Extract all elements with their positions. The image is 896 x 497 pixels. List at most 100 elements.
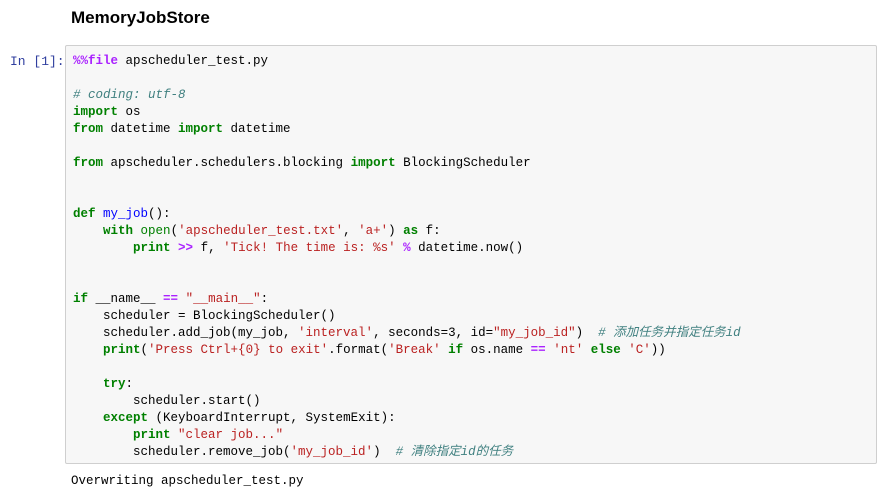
code-text: apscheduler.schedulers.blocking xyxy=(103,156,351,170)
code-line: print >> f, 'Tick! The time is: %s' % da… xyxy=(73,240,741,257)
code-indent xyxy=(73,343,103,357)
code-line: scheduler.add_job(my_job, 'interval', se… xyxy=(73,325,741,342)
code-line: if __name__ == "__main__": xyxy=(73,291,741,308)
code-space xyxy=(171,241,179,255)
code-comment: # 清除指定id的任务 xyxy=(395,445,514,459)
code-line-blank xyxy=(73,138,741,155)
code-space xyxy=(396,241,404,255)
keyword: except xyxy=(103,411,149,425)
keyword: print xyxy=(103,343,141,357)
code-space xyxy=(171,428,179,442)
operator: == xyxy=(530,343,546,357)
code-line: print('Press Ctrl+{0} to exit'.format('B… xyxy=(73,342,741,359)
code-text: ) xyxy=(373,445,396,459)
code-line-blank xyxy=(73,172,741,189)
code-text: datetime.now() xyxy=(410,241,524,255)
code-line: except (KeyboardInterrupt, SystemExit): xyxy=(73,410,741,427)
code-text: , seconds=3, id= xyxy=(373,326,494,340)
code-text: f: xyxy=(418,224,441,238)
code-comment: # 添加任务并指定任务id xyxy=(598,326,741,340)
code-comment: # coding: utf-8 xyxy=(73,88,186,102)
code-text: , xyxy=(343,224,359,238)
code-line-blank xyxy=(73,70,741,87)
code-line: with open('apscheduler_test.txt', 'a+') … xyxy=(73,223,741,240)
string-literal: 'my_job_id' xyxy=(290,445,374,459)
code-space xyxy=(178,292,186,306)
string-literal: 'nt' xyxy=(553,343,584,357)
string-literal: "clear job..." xyxy=(178,428,284,442)
code-line: from apscheduler.schedulers.blocking imp… xyxy=(73,155,741,172)
code-text: (): xyxy=(148,207,171,221)
string-literal: 'C' xyxy=(628,343,651,357)
keyword: else xyxy=(590,343,621,357)
string-literal: 'Tick! The time is: %s' xyxy=(223,241,396,255)
section-heading: MemoryJobStore xyxy=(71,8,210,27)
code-space xyxy=(96,207,104,221)
code-text: scheduler.start() xyxy=(73,394,261,408)
code-line: %%file apscheduler_test.py xyxy=(73,53,741,70)
keyword: from xyxy=(73,122,104,136)
code-indent xyxy=(73,224,103,238)
code-space xyxy=(133,224,141,238)
code-indent xyxy=(73,411,103,425)
code-line: import os xyxy=(73,104,741,121)
string-literal: "my_job_id" xyxy=(493,326,576,340)
builtin: open xyxy=(140,224,171,238)
keyword: try xyxy=(103,377,126,391)
string-literal: 'interval' xyxy=(298,326,374,340)
cell-output: Overwriting apscheduler_test.py xyxy=(71,474,304,488)
code-text: f, xyxy=(193,241,224,255)
code-text: : xyxy=(260,292,269,306)
operator: % xyxy=(403,241,411,255)
code-text: .format( xyxy=(328,343,389,357)
keyword: import xyxy=(73,105,119,119)
input-prompt: In [1]: xyxy=(10,54,65,69)
code-line-blank xyxy=(73,359,741,376)
code-line: scheduler = BlockingScheduler() xyxy=(73,308,741,325)
keyword: as xyxy=(403,224,419,238)
keyword: print xyxy=(133,241,171,255)
code-text: ( xyxy=(140,343,149,357)
code-text: scheduler = BlockingScheduler() xyxy=(73,309,336,323)
string-literal: "__main__" xyxy=(185,292,261,306)
code-text: BlockingScheduler xyxy=(395,156,531,170)
code-text: datetime xyxy=(103,122,179,136)
code-line-blank xyxy=(73,274,741,291)
code-text: scheduler.add_job(my_job, xyxy=(73,326,299,340)
code-line: print "clear job..." xyxy=(73,427,741,444)
string-literal: 'apscheduler_test.txt' xyxy=(178,224,344,238)
code-text: ( xyxy=(170,224,179,238)
code-text: (KeyboardInterrupt, SystemExit): xyxy=(148,411,396,425)
code-indent xyxy=(73,377,103,391)
code-line: scheduler.remove_job('my_job_id') # 清除指定… xyxy=(73,444,741,461)
keyword: import xyxy=(350,156,396,170)
string-literal: 'Press Ctrl+{0} to exit' xyxy=(148,343,329,357)
keyword: from xyxy=(73,156,104,170)
code-line: def my_job(): xyxy=(73,206,741,223)
keyword: print xyxy=(133,428,171,442)
code-text: os.name xyxy=(463,343,531,357)
code-text: __name__ xyxy=(88,292,164,306)
code-editor[interactable]: %%file apscheduler_test.py # coding: utf-… xyxy=(73,53,741,461)
code-space xyxy=(583,343,591,357)
operator: >> xyxy=(178,241,194,255)
code-text: os xyxy=(118,105,141,119)
code-line: # coding: utf-8 xyxy=(73,87,741,104)
operator: == xyxy=(163,292,179,306)
string-literal: 'Break' xyxy=(388,343,441,357)
keyword: if xyxy=(73,292,89,306)
keyword: if xyxy=(448,343,464,357)
code-space xyxy=(441,343,449,357)
code-cell[interactable]: %%file apscheduler_test.py # coding: utf-… xyxy=(65,45,877,464)
code-line-blank xyxy=(73,257,741,274)
code-indent xyxy=(73,428,133,442)
code-text: : xyxy=(125,377,134,391)
code-indent xyxy=(73,241,133,255)
string-literal: 'a+' xyxy=(358,224,389,238)
function-name: my_job xyxy=(103,207,149,221)
code-line-blank xyxy=(73,189,741,206)
keyword: with xyxy=(103,224,134,238)
code-text: apscheduler_test.py xyxy=(118,54,269,68)
code-text: scheduler.remove_job( xyxy=(73,445,291,459)
keyword: import xyxy=(178,122,224,136)
